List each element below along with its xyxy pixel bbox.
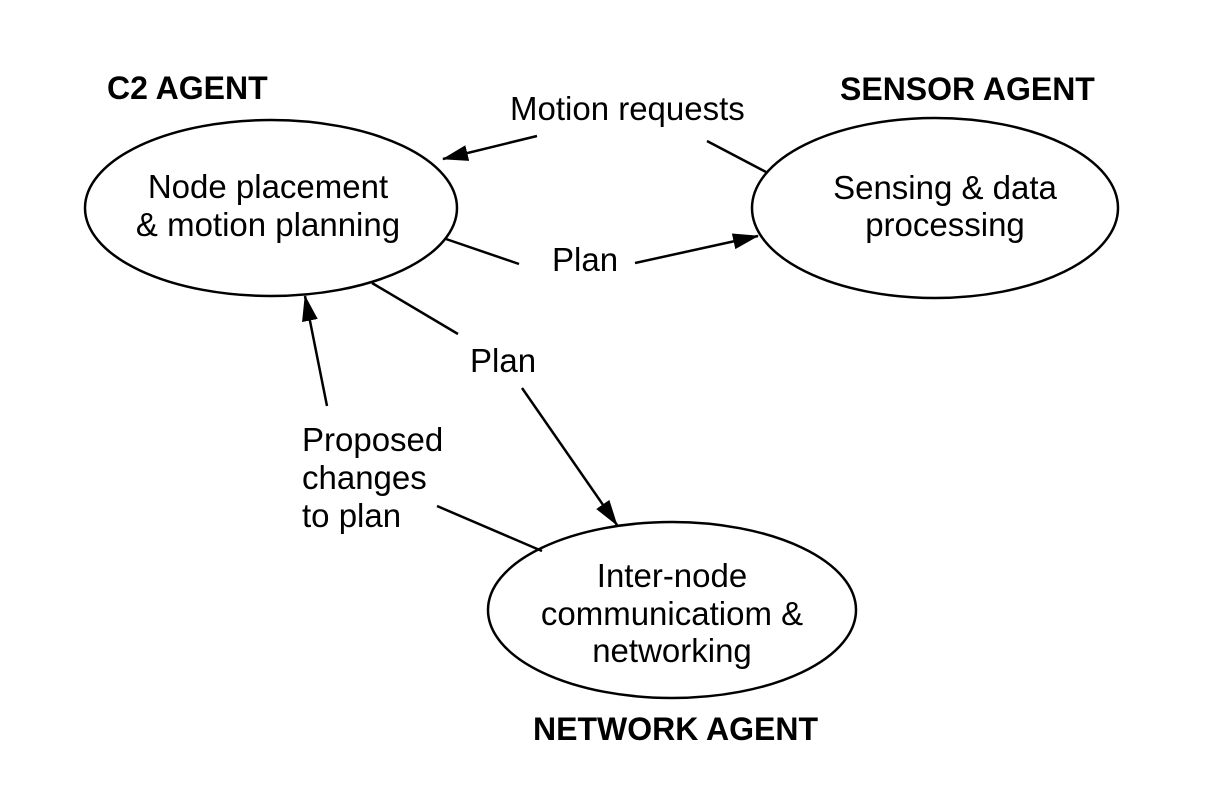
proposed-changes-label-line2: changes (302, 459, 427, 496)
network-agent-text-line1: Inter-node (597, 557, 747, 594)
network-agent-text-line3: networking (592, 632, 752, 669)
plan-line-from-c2-lower (371, 281, 459, 336)
motion-requests-arrow-to-c2 (442, 134, 538, 161)
plan-arrow-to-sensor (634, 233, 759, 265)
proposed-changes-arrow-to-c2 (302, 295, 329, 407)
plan-to-sensor-label: Plan (552, 241, 618, 278)
sensor-agent-text-line1: Sensing & data (833, 169, 1057, 206)
plan-line-from-c2 (445, 237, 520, 266)
c2-agent-title: C2 AGENT (107, 70, 268, 106)
sensor-agent-title: SENSOR AGENT (840, 71, 1095, 107)
plan-arrow-to-network (520, 387, 619, 526)
c2-agent-text-line2: & motion planning (136, 206, 400, 243)
sensor-agent-ellipse (750, 116, 1120, 300)
proposed-changes-label-line3: to plan (302, 497, 401, 534)
plan-to-network-label: Plan (470, 342, 536, 379)
motion-requests-line-from-sensor (706, 139, 767, 174)
proposed-changes-line-from-network (436, 504, 543, 553)
c2-agent-text-line1: Node placement (148, 168, 388, 205)
sensor-agent-text-line2: processing (865, 206, 1025, 243)
motion-requests-label: Motion requests (510, 90, 745, 127)
network-agent-text-line2: communicatiom & (541, 595, 803, 632)
network-agent-title: NETWORK AGENT (533, 711, 818, 747)
proposed-changes-label-line1: Proposed (302, 421, 443, 458)
network-agent-ellipse (486, 520, 858, 700)
c2-agent-ellipse (83, 118, 459, 298)
